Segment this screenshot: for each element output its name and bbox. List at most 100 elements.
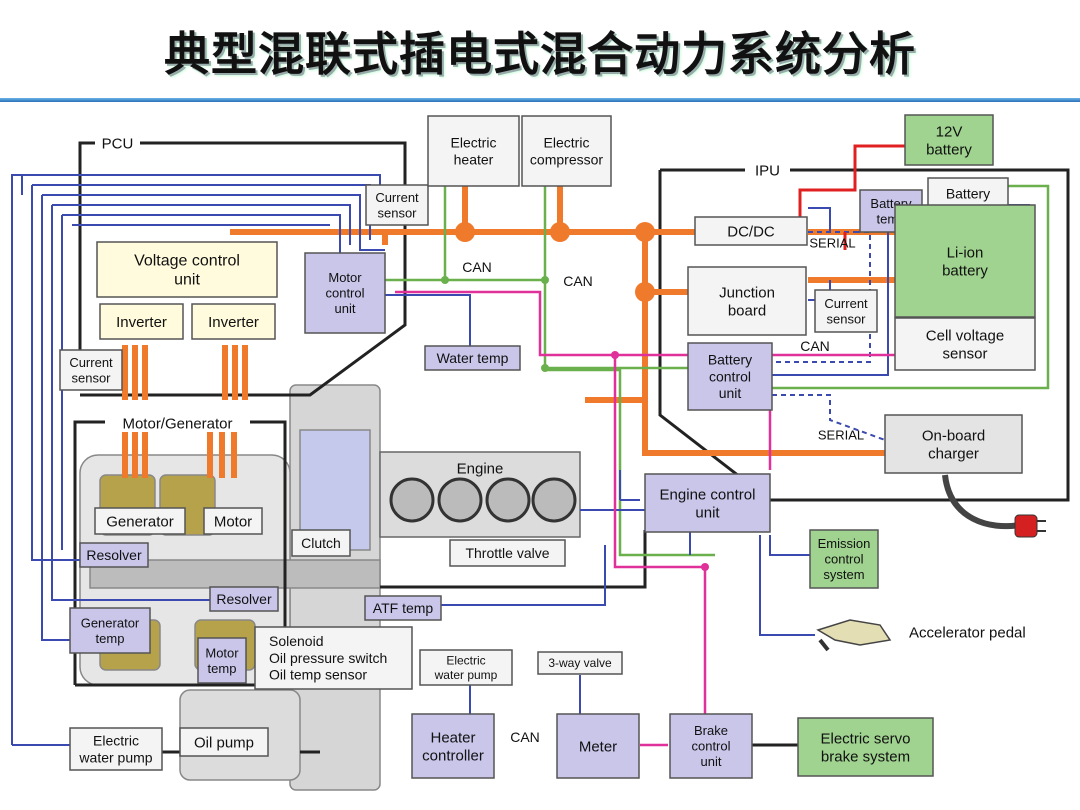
junction-board-frame [687, 266, 807, 336]
voltage-control-frame [96, 241, 278, 298]
inverter1-box: Inverter [99, 303, 184, 340]
serial1-box: SERIAL [809, 236, 855, 251]
junction-board-label: Junction [719, 284, 775, 301]
engine-label: Engine [457, 460, 504, 477]
serial2-box: SERIAL [818, 428, 864, 443]
clutch-frame [291, 529, 351, 557]
motor-temp-label: Motor [205, 645, 239, 660]
can4-label: CAN [510, 729, 540, 745]
electric-servo-label: brake system [821, 748, 910, 765]
can3-label: CAN [800, 338, 830, 354]
meter-box: Meter [556, 713, 640, 779]
engine-control-frame [644, 473, 771, 533]
onboard-charger-label: charger [928, 445, 979, 462]
orange-junction-dots [455, 222, 655, 302]
water-temp-frame [424, 345, 521, 371]
motor-generator-box: Motor/Generator [122, 415, 232, 432]
emission-control-frame [809, 529, 879, 589]
electric-water-pump-top-frame [419, 649, 513, 686]
battery-control-frame [687, 342, 773, 411]
solenoid-frame [254, 626, 413, 690]
three-way-valve-box: 3-way valve [537, 651, 623, 675]
engine-control-label: unit [695, 504, 720, 521]
battery-control-label: control [709, 368, 751, 384]
resolver1-box: Resolver [79, 542, 149, 568]
dc-dc-label: DC/DC [727, 223, 775, 240]
motor-generator-label: Motor/Generator [122, 415, 232, 432]
electric-compressor-frame [521, 115, 612, 187]
throttle-valve-box: Throttle valve [449, 539, 566, 567]
generator-label: Generator [106, 513, 174, 530]
generator-frame [94, 507, 186, 535]
li-ion-label: battery [942, 262, 988, 279]
throttle-valve-label: Throttle valve [465, 545, 549, 561]
electric-heater-label: heater [454, 151, 494, 167]
generator-box: Generator [94, 507, 186, 535]
voltage-control-label: Voltage control [134, 253, 240, 270]
battery-control-label: Battery [708, 352, 752, 368]
engine-control-label: Engine control [660, 486, 756, 503]
atf-temp-box: ATF temp [364, 595, 442, 621]
atf-temp-frame [364, 595, 442, 621]
charger-cable [942, 474, 1046, 538]
engine-box: Engine [457, 460, 504, 477]
onboard-charger-frame [884, 414, 1023, 474]
can1-box: CAN [462, 259, 492, 275]
can4-box: CAN [510, 729, 540, 745]
inverter2-label: Inverter [208, 314, 259, 331]
accelerator-pedal-icon [816, 619, 892, 652]
electric-water-pump-bottom-frame [69, 727, 163, 771]
meter-frame [556, 713, 640, 779]
motor-temp-label: temp [208, 661, 237, 676]
electric-compressor-label: Electric [544, 135, 590, 151]
black-connections [73, 141, 1070, 754]
current-sensor-top-label: sensor [377, 205, 417, 220]
junction-board-label: board [728, 302, 766, 319]
resolver1-label: Resolver [86, 547, 142, 563]
current-sensor-left-frame [59, 349, 123, 391]
current-sensor-mid-label: sensor [826, 311, 866, 326]
serial1-label: SERIAL [809, 236, 855, 251]
inverter1-frame [99, 303, 184, 340]
emission-control-label: Emission [818, 536, 871, 551]
brake-control-label: Brake [694, 723, 728, 738]
li-ion-frame [894, 204, 1036, 318]
brake-control-frame [669, 713, 753, 779]
heater-controller-label: Heater [430, 729, 475, 746]
motor-frame [203, 507, 263, 535]
generator-temp-frame [69, 607, 151, 654]
inverter1-label: Inverter [116, 314, 167, 331]
generator-temp-label: temp [96, 631, 125, 646]
resolver2-label: Resolver [216, 591, 272, 607]
battery-control-label: unit [719, 385, 742, 401]
motor-temp-frame [197, 637, 247, 684]
three-way-valve-frame [537, 651, 623, 675]
cell-voltage-label: Cell voltage [926, 327, 1004, 344]
accelerator-pedal-box: Accelerator pedal [909, 624, 1026, 641]
ipu-box: IPU [755, 162, 780, 179]
oil-pump-frame [179, 727, 269, 757]
electric-servo-frame [797, 717, 934, 777]
water-temp-label: Water temp [437, 350, 509, 366]
meter-label: Meter [579, 738, 617, 755]
engine-block [379, 451, 581, 538]
electric-heater-label: Electric [451, 135, 497, 151]
dc-dc-box: DC/DC [694, 216, 808, 246]
current-sensor-mid-frame [814, 289, 878, 333]
